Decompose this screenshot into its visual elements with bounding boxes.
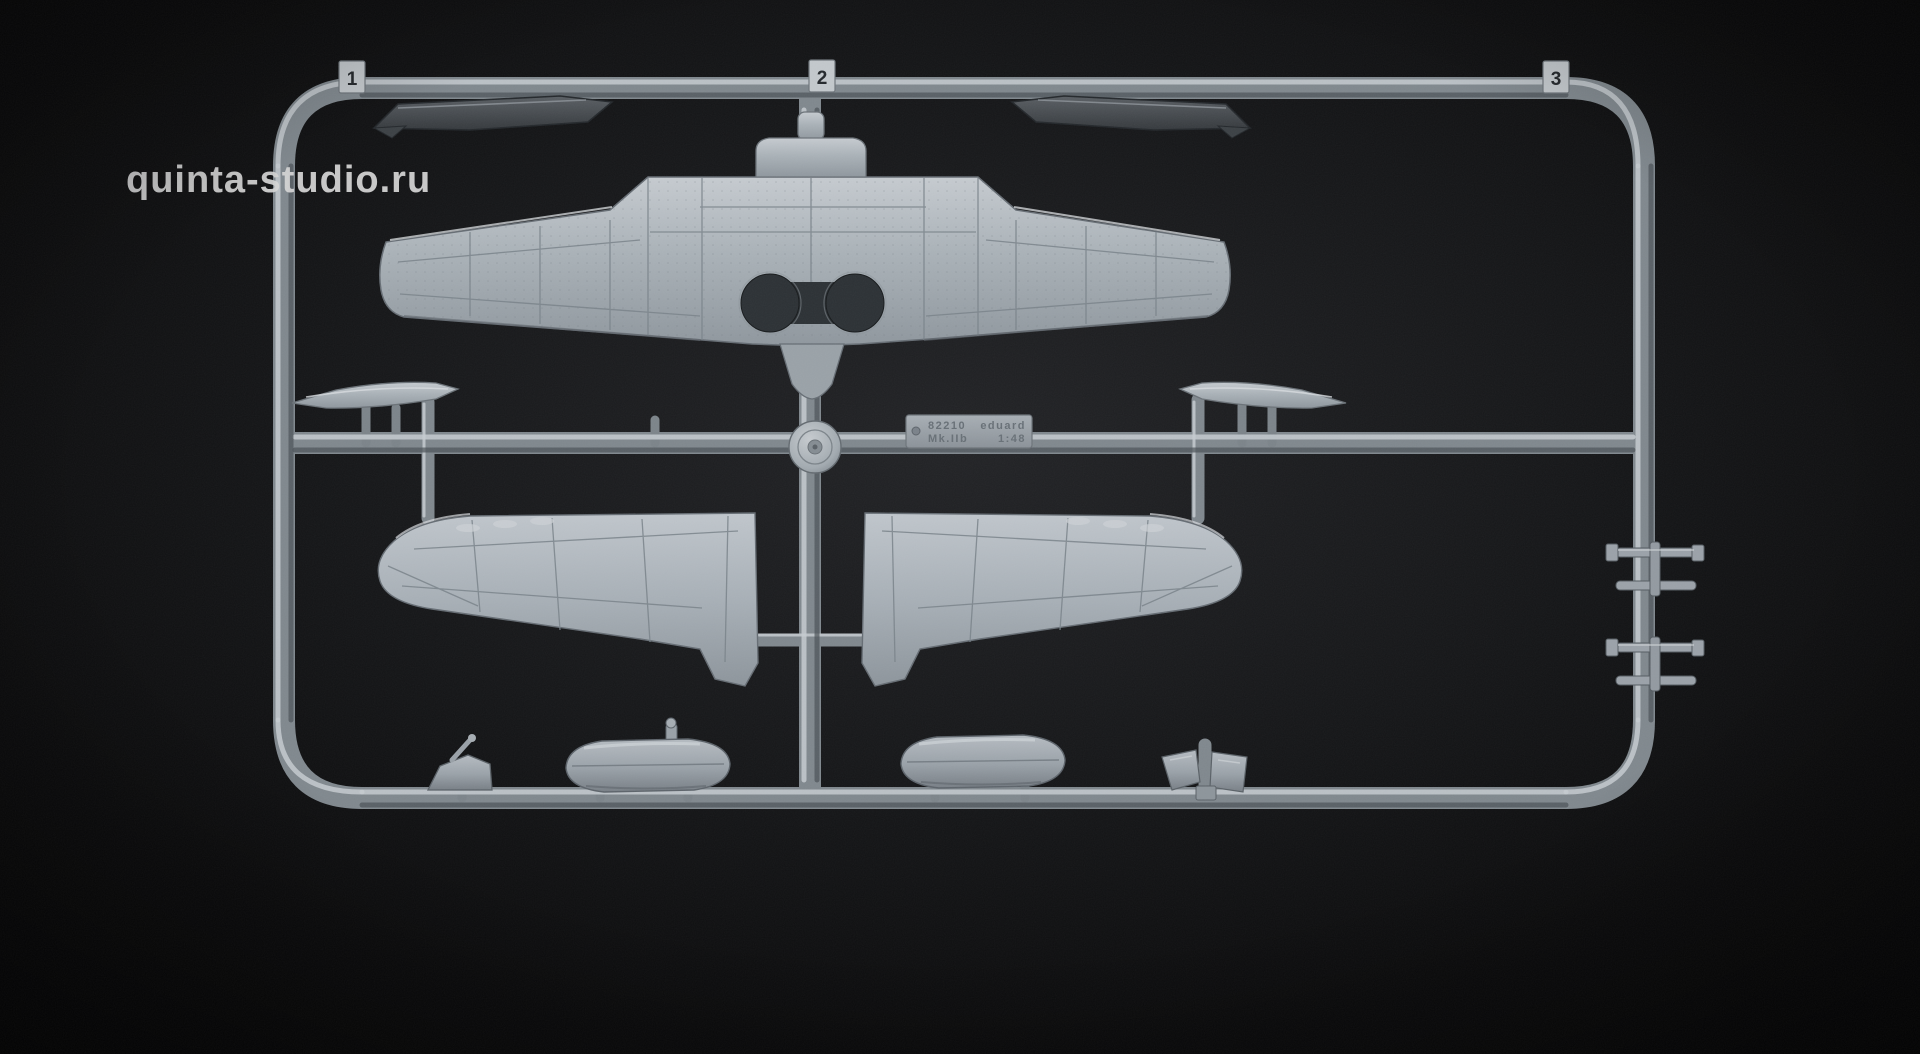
film-grain-overlay [0, 0, 1920, 1054]
photo-stage: 82210 eduard Mk.IIb 1:48 [0, 0, 1920, 1054]
sprue-photo: 82210 eduard Mk.IIb 1:48 [0, 0, 1920, 1054]
